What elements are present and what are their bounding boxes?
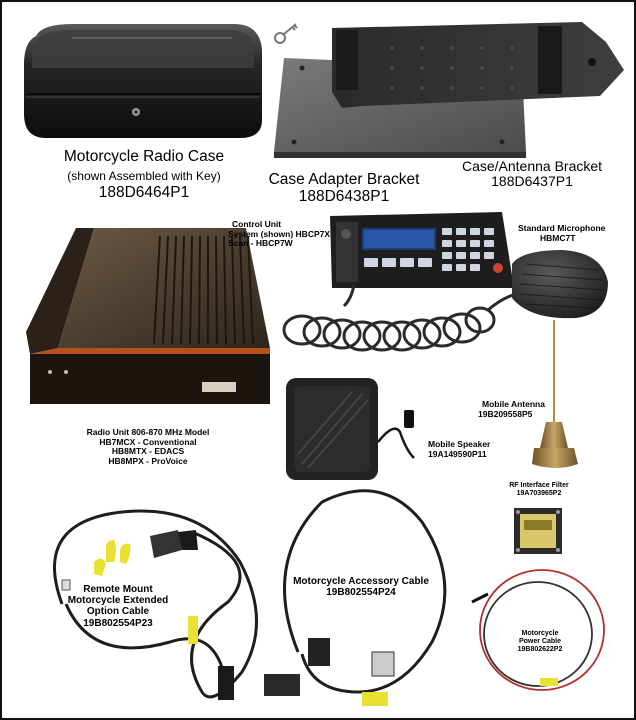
power-cable-line1: Motorcycle — [521, 630, 559, 637]
accessory-cable-photo — [264, 489, 447, 706]
control-unit-line2: System (shown) HBCP7X — [228, 228, 331, 239]
radio-unit-label: Radio Unit 806-870 MHz Model HB7MCX - Co… — [80, 427, 216, 466]
speaker-photo — [286, 378, 415, 480]
power-cable-line2: Power Cable — [518, 638, 561, 646]
radio-case-label: Motorcycle Radio Case (shown Assembled w… — [44, 148, 244, 201]
mobile-antenna-label: Mobile Antenna 19B209558P5 — [478, 399, 545, 419]
microphone-title: Standard Microphone — [518, 223, 606, 233]
rf-filter-photo — [514, 508, 562, 554]
extended-cable-label: Remote Mount Motorcycle Extended Option … — [54, 584, 182, 629]
control-unit-line3: Scan - HBCP7W — [228, 238, 293, 249]
radio-case-title: Motorcycle Radio Case — [63, 148, 225, 165]
case-antenna-bracket-label: Case/Antenna Bracket 188D6437P1 — [442, 158, 622, 190]
key-icon — [274, 23, 298, 44]
extended-cable-photo — [53, 509, 258, 700]
radio-unit-line3: HB8MTX - EDACS — [111, 446, 185, 457]
case-adapter-bracket-label: Case Adapter Bracket 188D6438P1 — [256, 171, 432, 205]
mobile-speaker-label: Mobile Speaker 19A149590P11 — [428, 439, 491, 459]
radio-unit-line2: HB7MCX - Conventional — [99, 436, 197, 447]
radio-case-part: 188D6464P1 — [98, 183, 190, 201]
extended-cable-part: 19B802554P23 — [83, 617, 153, 629]
accessory-cable-label: Motorcycle Accessory Cable 19B802554P24 — [286, 576, 436, 598]
mobile-speaker-part: 19A149590P11 — [428, 448, 487, 459]
radio-unit-photo — [26, 228, 270, 404]
mobile-antenna-title: Mobile Antenna — [482, 399, 545, 409]
coiled-cord-photo — [282, 283, 517, 352]
control-unit-photo — [330, 212, 514, 288]
control-unit-label: Control Unit System (shown) HBCP7X Scan … — [228, 219, 331, 249]
accessory-cable-part: 19B802554P24 — [326, 587, 396, 599]
mobile-antenna-part: 19B209558P5 — [478, 408, 533, 419]
extended-cable-line3: Option Cable — [86, 606, 150, 618]
rf-filter-title: RF Interface Filter — [509, 482, 569, 489]
power-cable-part: 19B802622P2 — [517, 646, 563, 654]
case-antenna-bracket-part: 188D6437P1 — [491, 173, 573, 190]
radio-case-subtitle: (shown Assembled with Key) — [67, 168, 221, 183]
radio-case-photo — [24, 24, 262, 138]
antenna-photo — [532, 320, 578, 468]
rf-filter-label: RF Interface Filter 19A703965P2 — [499, 482, 579, 498]
extended-cable-line1: Remote Mount — [83, 584, 153, 595]
power-cable-label: Motorcycle Power Cable 19B802622P2 — [502, 630, 578, 654]
brackets-photo — [274, 22, 624, 158]
radio-unit-line1: Radio Unit 806-870 MHz Model — [86, 427, 210, 437]
accessory-cable-title: Motorcycle Accessory Cable — [293, 576, 429, 587]
power-cable-photo — [471, 569, 605, 691]
control-unit-line1: Control Unit — [232, 219, 282, 229]
microphone-photo — [512, 250, 608, 319]
radio-unit-line4: HB8MPX - ProVoice — [108, 455, 188, 466]
case-adapter-bracket-title: Case Adapter Bracket — [268, 171, 420, 188]
mobile-speaker-title: Mobile Speaker — [428, 439, 491, 449]
extended-cable-line2: Motorcycle Extended — [67, 595, 169, 607]
microphone-part: HBMC7T — [540, 232, 576, 243]
microphone-label: Standard Microphone HBMC7T — [518, 223, 606, 243]
case-antenna-bracket-title: Case/Antenna Bracket — [461, 158, 603, 174]
case-adapter-bracket-part: 188D6438P1 — [298, 187, 390, 205]
rf-filter-part: 19A703965P2 — [516, 490, 562, 498]
